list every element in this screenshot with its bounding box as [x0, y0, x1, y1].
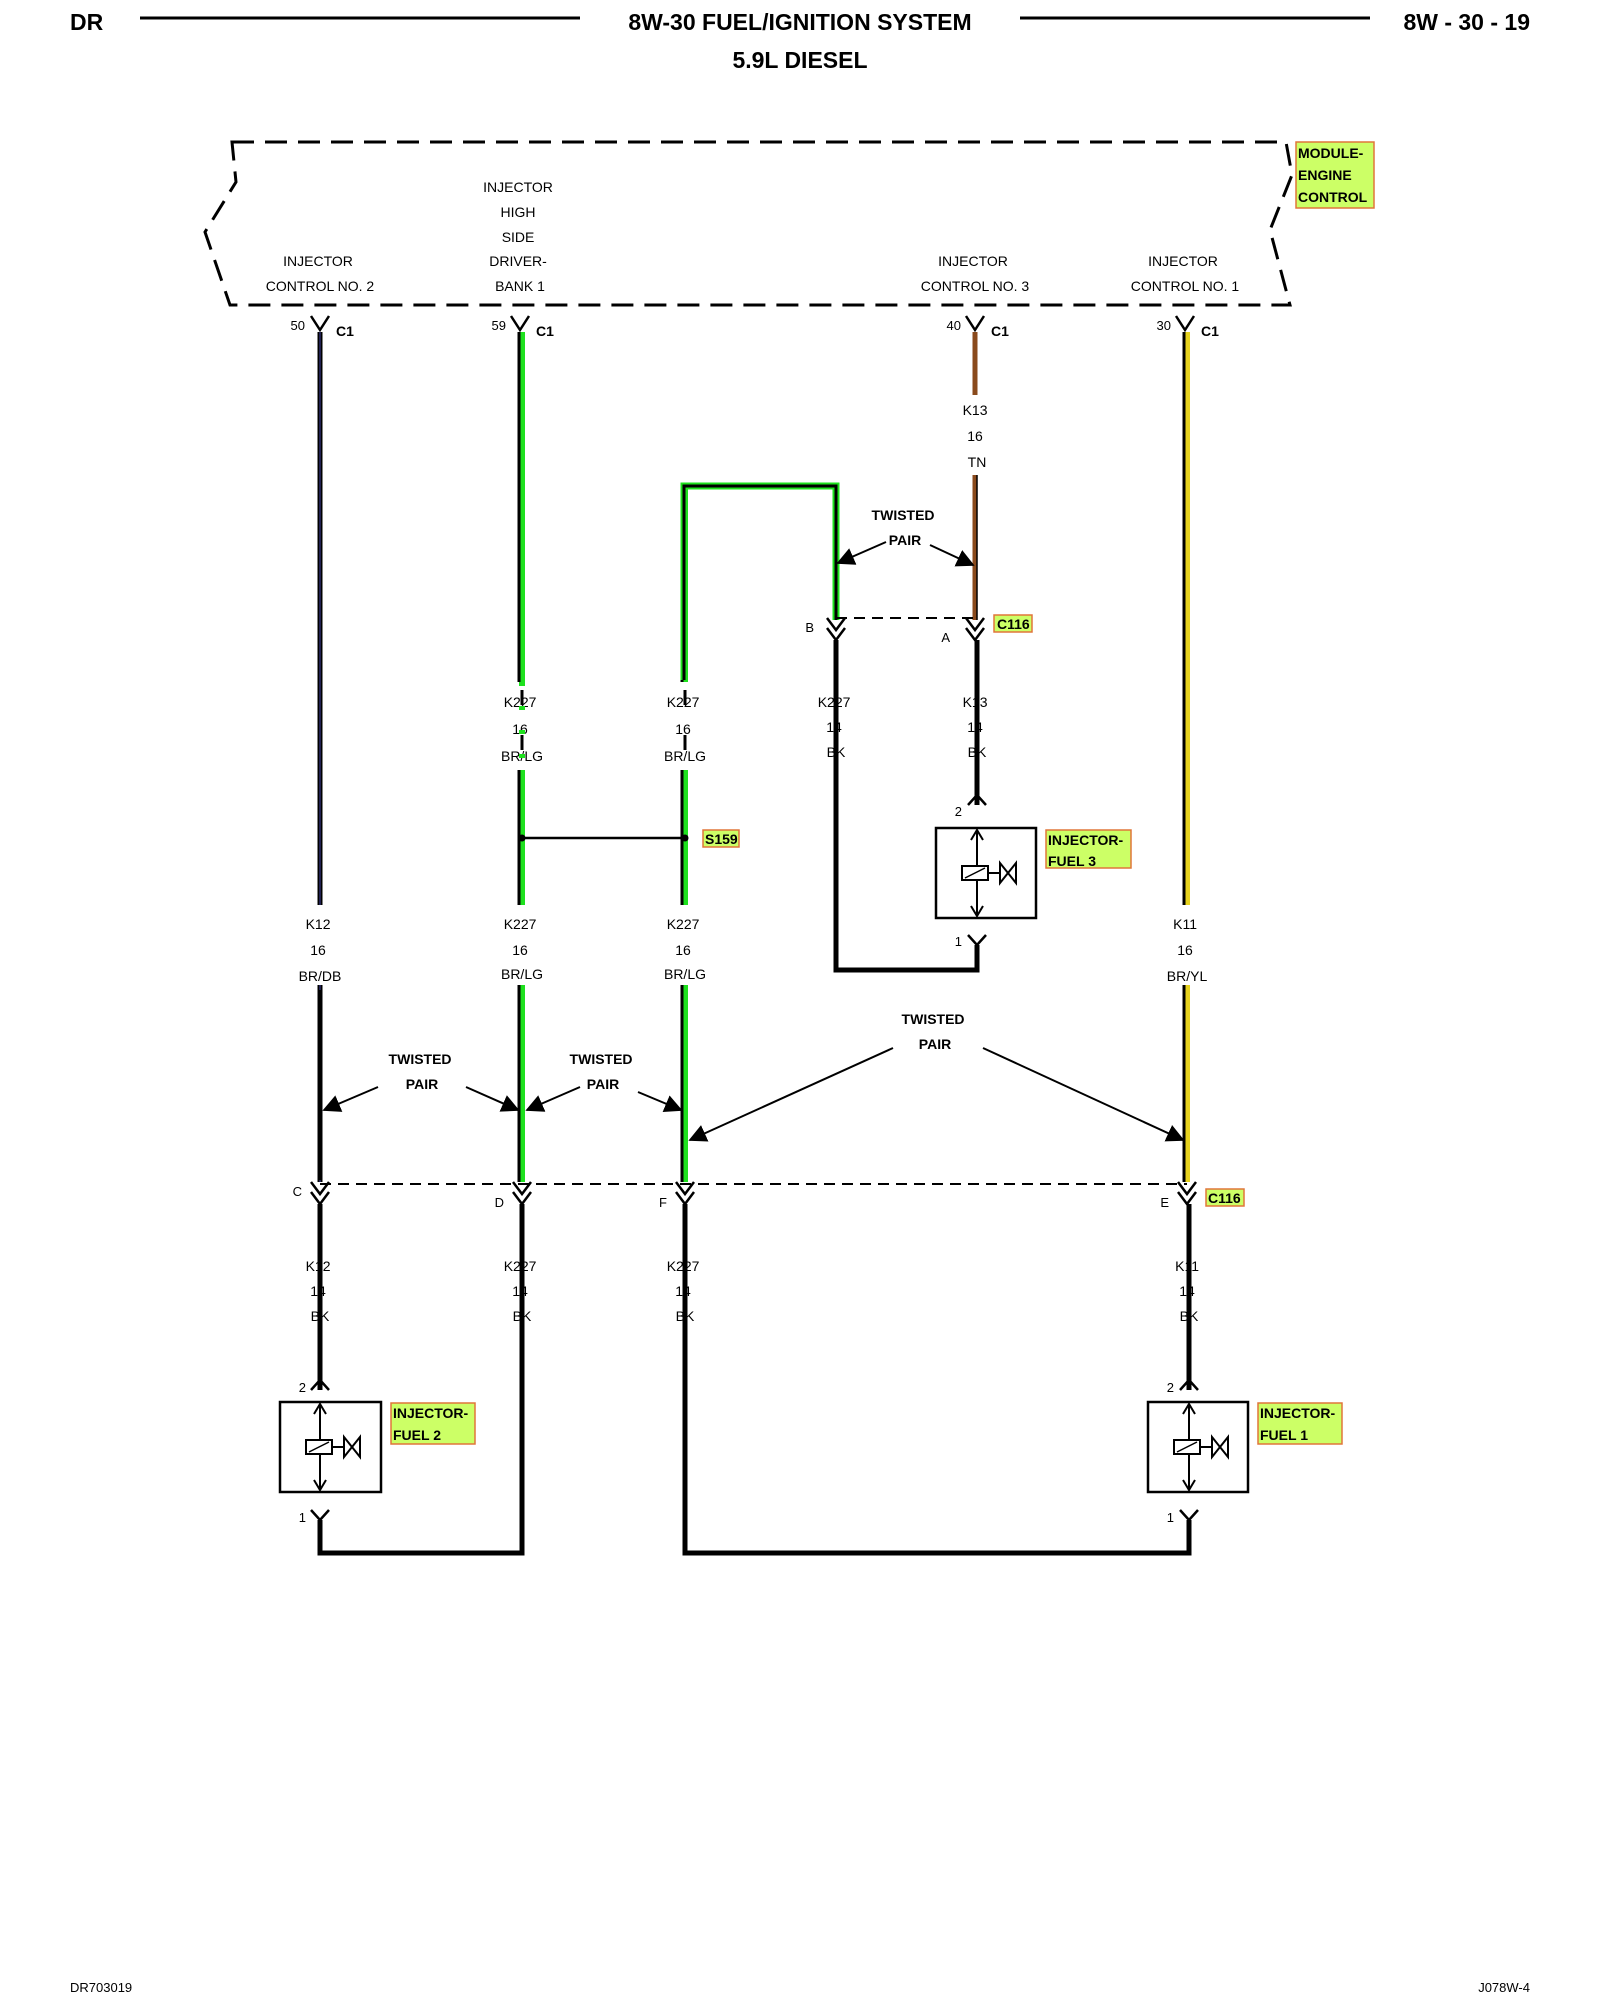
svg-text:INJECTOR- FUEL 3: INJECTOR- FUEL 3	[1048, 832, 1127, 869]
injector-high-side-label: INJECTOR HIGH SIDE DRIVER- BANK 1	[483, 179, 557, 294]
svg-text:E: E	[1160, 1195, 1169, 1210]
injector-control-2-label: INJECTOR CONTROL NO. 2	[266, 253, 375, 294]
footer-left: DR703019	[70, 1980, 132, 1995]
svg-text:TWISTED PAIR: TWISTED PAIR	[872, 507, 939, 548]
svg-text:C1: C1	[336, 323, 354, 339]
svg-text:1: 1	[1167, 1510, 1174, 1525]
svg-text:INJECTOR- FUEL 2: INJECTOR- FUEL 2	[393, 1405, 472, 1443]
injector-fuel-1: 2 1 INJECTOR- FUEL 1	[1146, 1378, 1343, 1525]
svg-text:TWISTED PAIR: TWISTED PAIR	[570, 1051, 637, 1092]
injector-control-3-label: INJECTOR CONTROL NO. 3	[921, 253, 1030, 294]
svg-text:S159: S159	[705, 831, 738, 847]
svg-text:B: B	[805, 620, 814, 635]
c1-pin-59: 59 C1	[492, 315, 554, 339]
wire-k227-14-bk-inj2	[317, 1204, 525, 1556]
label-k227-14-bk-upper: K227 14 BK	[818, 694, 855, 760]
svg-text:C1: C1	[1201, 323, 1219, 339]
label-k11-16-bryl: K11 16 BR/YL	[1167, 916, 1208, 984]
page-title: 8W-30 FUEL/IGNITION SYSTEM	[628, 9, 971, 35]
svg-text:INJECTOR- FUEL 1: INJECTOR- FUEL 1	[1260, 1405, 1339, 1443]
svg-text:D: D	[495, 1195, 504, 1210]
svg-text:2: 2	[299, 1380, 306, 1395]
footer-right: J078W-4	[1478, 1980, 1530, 1995]
header-left: DR	[70, 9, 104, 35]
module-name: MODULE- ENGINE CONTROL	[1298, 145, 1368, 205]
svg-text:A: A	[941, 630, 950, 645]
c116-upper-connector: B A C116	[805, 614, 1033, 645]
page-subtitle: 5.9L DIESEL	[732, 47, 867, 73]
svg-text:1: 1	[299, 1510, 306, 1525]
twisted-pair-upper: TWISTED PAIR	[836, 507, 975, 567]
c1-pin-30: 30 C1	[1157, 315, 1219, 339]
twisted-pair-lower-middle: TWISTED PAIR	[525, 1051, 683, 1113]
twisted-pair-lower-left: TWISTED PAIR	[322, 1051, 520, 1112]
page-number: 8W - 30 - 19	[1403, 9, 1530, 35]
svg-text:30: 30	[1157, 318, 1171, 333]
label-k227-16-brlg-b: K227 16 BR/LG	[664, 694, 706, 764]
wire-mid-section	[317, 990, 1190, 1180]
svg-text:40: 40	[947, 318, 961, 333]
label-k13-14-bk: K13 14 BK	[963, 694, 992, 760]
c116-lower-connector: C D F E C116	[293, 1181, 1245, 1210]
injector-fuel-2: 2 1 INJECTOR- FUEL 2	[278, 1378, 476, 1525]
module-name-highlight	[1295, 141, 1375, 209]
module-boundary	[203, 140, 1294, 307]
svg-text:C116: C116	[997, 616, 1030, 632]
svg-text:TWISTED PAIR: TWISTED PAIR	[389, 1051, 456, 1092]
svg-text:C1: C1	[991, 323, 1009, 339]
svg-text:50: 50	[291, 318, 305, 333]
label-k12-14-bk: K12 14 BK	[306, 1258, 335, 1324]
svg-text:C116: C116	[1208, 1190, 1241, 1206]
label-k227-16-brlg-c: K227 16 BR/LG	[501, 916, 543, 982]
svg-text:C: C	[293, 1184, 302, 1199]
wire-k227-14-bk-inj3	[833, 640, 980, 973]
svg-text:2: 2	[1167, 1380, 1174, 1395]
svg-text:1: 1	[955, 934, 962, 949]
label-k13-tn: K13 16 TN	[963, 402, 992, 470]
label-k227-14-bk-lower-a: K227 14 BK	[504, 1258, 541, 1324]
svg-text:59: 59	[492, 318, 506, 333]
wire-k227-14-bk-inj1	[682, 1204, 1192, 1556]
svg-text:C1: C1	[536, 323, 554, 339]
splice-s159: S159	[518, 682, 740, 848]
label-k227-14-bk-lower-b: K227 14 BK	[667, 1258, 704, 1324]
label-k12-16-brdb: K12 16 BR/DB	[299, 916, 342, 984]
c1-pin-50: 50 C1	[291, 315, 354, 339]
twisted-pair-lower-right: TWISTED PAIR	[688, 1011, 1185, 1142]
label-k11-14-bk: K11 14 BK	[1175, 1258, 1203, 1324]
c1-pin-40: 40 C1	[947, 315, 1009, 339]
injector-control-1-label: INJECTOR CONTROL NO. 1	[1131, 253, 1240, 294]
svg-text:F: F	[659, 1195, 667, 1210]
wire-k13-tn	[972, 332, 978, 620]
svg-text:2: 2	[955, 804, 962, 819]
label-k227-16-brlg-d: K227 16 BR/LG	[664, 916, 706, 982]
injector-fuel-3: 2 1 INJECTOR- FUEL 3	[934, 793, 1132, 949]
svg-text:TWISTED PAIR: TWISTED PAIR	[902, 1011, 969, 1052]
